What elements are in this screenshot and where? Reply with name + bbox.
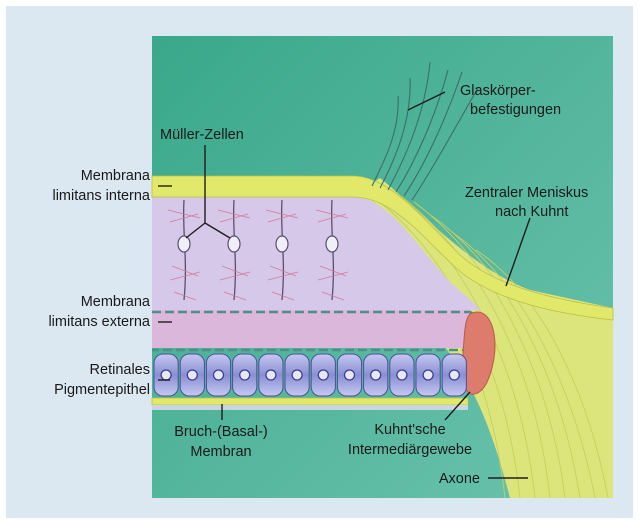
label-meniskus-line2: nach Kuhnt (495, 204, 568, 220)
label-axone: Axone (439, 471, 480, 487)
pigment-epithelium-nucleus (371, 370, 381, 380)
label-kuhnt-line2: Intermediärgewebe (348, 442, 472, 458)
label-glaskoerper-line1: Glaskörper- (460, 83, 536, 99)
pigment-epithelium-nucleus (318, 370, 328, 380)
pigment-epithelium-nucleus (240, 370, 250, 380)
label-mli-line1: Membrana (81, 168, 151, 184)
bruch-membrane (152, 398, 468, 405)
pigment-epithelium-nucleus (449, 370, 459, 380)
label-mle-line2: limitans externa (48, 314, 150, 330)
pigment-epithelium-nucleus (187, 370, 197, 380)
pigment-epithelium-nucleus (161, 370, 171, 380)
label-mle-line1: Membrana (81, 294, 151, 310)
pigment-epithelium-nucleus (266, 370, 276, 380)
pigment-epithelium-nucleus (345, 370, 355, 380)
pigment-epithelium-nucleus (214, 370, 224, 380)
label-bruch-line2: Membran (190, 444, 251, 460)
label-rpe-line1: Retinales (90, 362, 150, 378)
label-meniskus-line1: Zentraler Meniskus (465, 185, 588, 201)
choroid-band (152, 405, 468, 410)
label-glaskoerper-line2: befestigungen (470, 102, 561, 118)
label-rpe-line2: Pigmentepithel (54, 382, 150, 398)
label-mli-line2: limitans interna (52, 188, 150, 204)
pigment-epithelium-nucleus (292, 370, 302, 380)
label-kuhnt-line1: Kuhnt'sche (374, 422, 445, 438)
pigment-epithelium-nucleus (423, 370, 433, 380)
pigment-epithelium-nucleus (397, 370, 407, 380)
outer-retina-band (152, 310, 479, 348)
label-mueller-zellen: Müller-Zellen (160, 127, 244, 143)
label-bruch-line1: Bruch-(Basal-) (174, 424, 267, 440)
